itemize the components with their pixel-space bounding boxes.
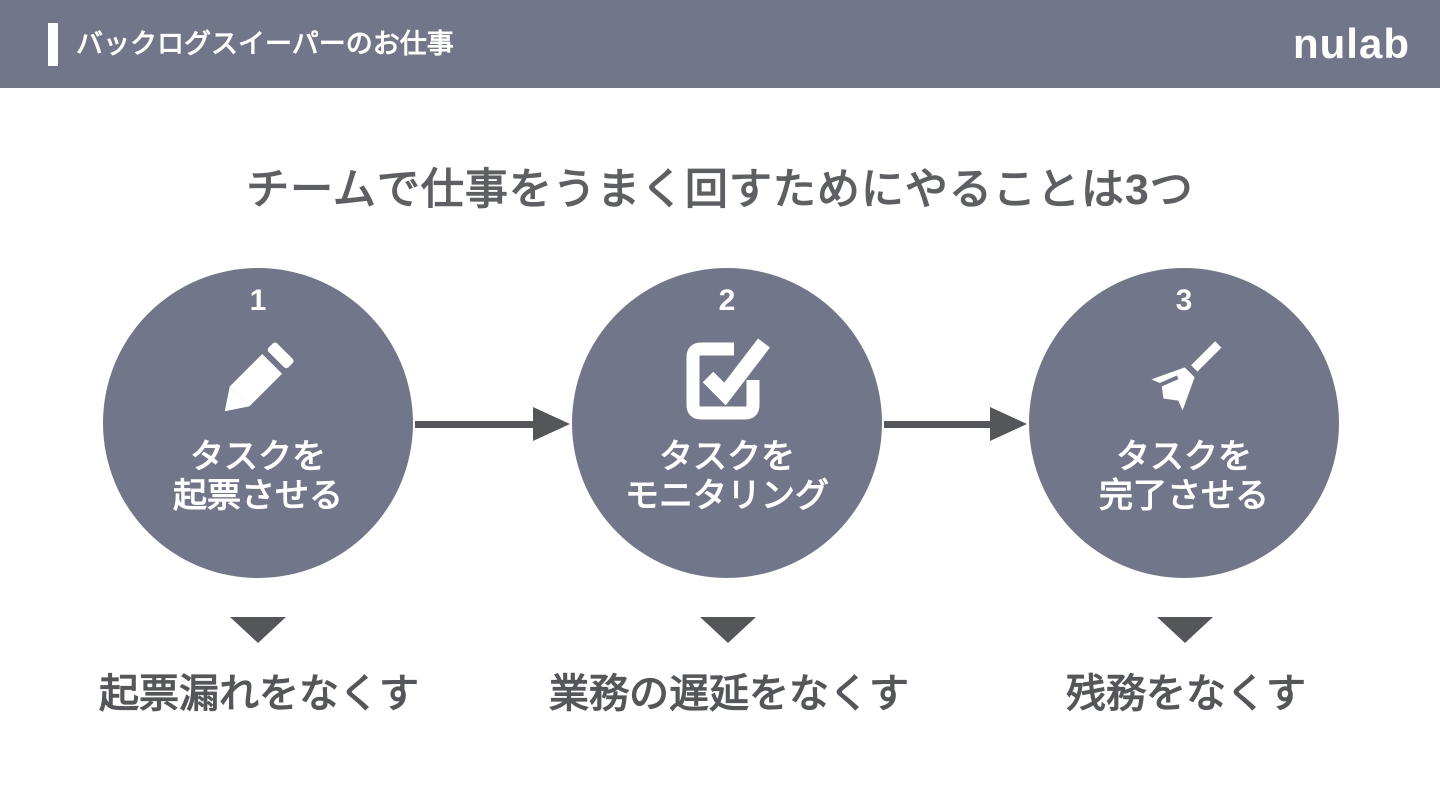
- triangle-down-icon: [700, 617, 756, 643]
- step-label-line: タスクを: [1116, 438, 1252, 476]
- step-number: 2: [718, 284, 736, 317]
- step-outcome: 業務の遅延をなくす: [549, 672, 909, 716]
- step-label-line: 起票させる: [173, 477, 343, 515]
- step-label: タスクを 完了させる: [1029, 438, 1339, 516]
- step-outcome: 起票漏れをなくす: [99, 672, 419, 716]
- check-square-icon: [677, 328, 777, 428]
- nulab-logo: nulab: [1293, 20, 1410, 67]
- header-accent-bar: [48, 23, 58, 66]
- arrow-right-head-icon: [990, 407, 1027, 441]
- page-title: チームで仕事をうまく回すためにやることは3つ: [246, 166, 1194, 214]
- step-label: タスクを モニタリング: [572, 438, 882, 516]
- step-circle-1: 1 タスクを 起票させる: [103, 268, 413, 578]
- step-outcome: 残務をなくす: [1066, 672, 1306, 716]
- step-label-line: タスクを: [659, 438, 795, 476]
- slide-header-title: バックログスイーパーのお仕事: [76, 29, 454, 59]
- triangle-down-icon: [1157, 617, 1213, 643]
- pencil-icon: [208, 328, 308, 428]
- step-circle-3: 3 タスクを 完了させる: [1029, 268, 1339, 578]
- step-number: 1: [249, 284, 267, 317]
- step-label-line: タスクを: [190, 438, 326, 476]
- broom-icon: [1134, 328, 1234, 428]
- step-label: タスクを 起票させる: [103, 438, 413, 516]
- triangle-down-icon: [230, 617, 286, 643]
- step-label-line: 完了させる: [1099, 477, 1269, 515]
- arrow-right-head-icon: [533, 407, 570, 441]
- arrow-right-icon: [415, 421, 535, 428]
- step-number: 3: [1175, 284, 1193, 317]
- arrow-right-icon: [884, 421, 992, 428]
- step-circle-2: 2 タスクを モニタリング: [572, 268, 882, 578]
- header-bar: バックログスイーパーのお仕事 nulab: [0, 0, 1440, 88]
- step-label-line: モニタリング: [625, 477, 829, 515]
